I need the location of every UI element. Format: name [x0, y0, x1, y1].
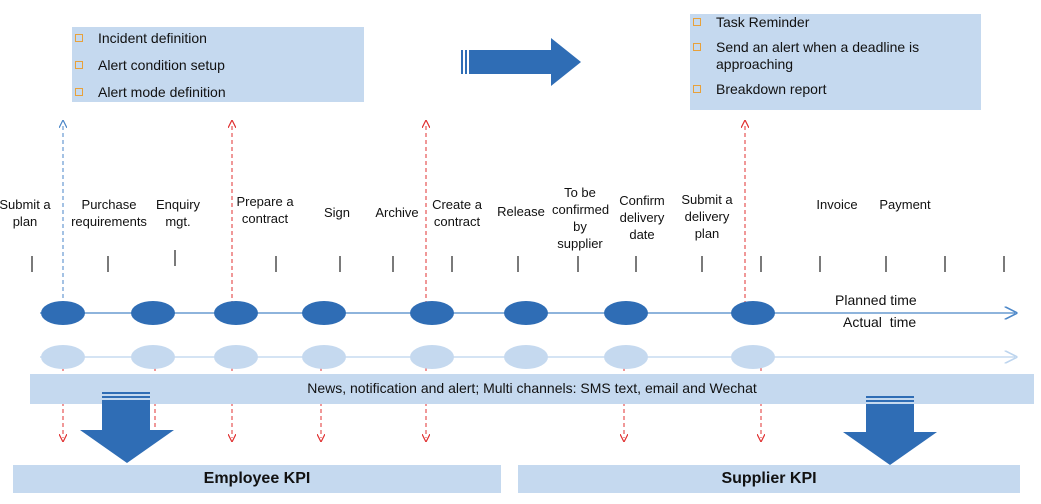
actual-node [504, 345, 548, 369]
actual-node [214, 345, 258, 369]
step-label: Invoice [816, 197, 858, 212]
planned-node [214, 301, 258, 325]
planned-node [302, 301, 346, 325]
square-bullet-icon [75, 34, 83, 42]
left-box-item: Incident definition [72, 30, 364, 47]
notification-text: News, notification and alert; Multi chan… [307, 380, 757, 396]
actual-nodes [41, 345, 775, 369]
supplier-down-arrow-icon [843, 396, 937, 465]
square-bullet-icon [75, 88, 83, 96]
left-box-item: Alert mode definition [72, 84, 364, 101]
step-label: Archive [375, 205, 419, 220]
square-bullet-icon [693, 85, 701, 93]
incident-definition-box: Incident definition Alert condition setu… [72, 27, 364, 102]
planned-node [131, 301, 175, 325]
actual-node [302, 345, 346, 369]
planned-node [410, 301, 454, 325]
supplier-kpi-bar: Supplier KPI [518, 465, 1020, 493]
step-label: Sign [323, 205, 351, 220]
actual-node [410, 345, 454, 369]
step-label: Enquiry mgt. [155, 197, 201, 229]
square-bullet-icon [75, 61, 83, 69]
actual-node [41, 345, 85, 369]
planned-node [731, 301, 775, 325]
employee-down-arrow-icon [80, 392, 174, 463]
step-label: Create a contract [432, 197, 482, 229]
task-reminder-box: Task Reminder Send an alert when a deadl… [690, 14, 981, 110]
right-box-item: Send an alert when a deadline is approac… [690, 39, 981, 73]
planned-node [41, 301, 85, 325]
right-box-item: Task Reminder [690, 14, 981, 31]
planned-node [504, 301, 548, 325]
step-label: Purchase requirements [71, 197, 147, 229]
left-box-item: Alert condition setup [72, 57, 364, 74]
actual-node [731, 345, 775, 369]
employee-kpi-bar: Employee KPI [13, 465, 501, 493]
notification-band: News, notification and alert; Multi chan… [30, 374, 1034, 404]
timeline-ticks [31, 250, 1005, 272]
actual-node [604, 345, 648, 369]
square-bullet-icon [693, 18, 701, 26]
step-label: Submit a plan [0, 197, 51, 229]
right-box-item: Breakdown report [690, 81, 981, 98]
step-label: Prepare a contract [236, 194, 294, 226]
step-label: To be confirmed by supplier [552, 185, 610, 251]
step-label: Confirm delivery date [619, 193, 665, 242]
actual-node [131, 345, 175, 369]
planned-time-label: Planned time [835, 292, 917, 308]
actual-time-label: Actual time [843, 314, 917, 330]
big-right-arrow-icon [461, 38, 581, 86]
square-bullet-icon [693, 43, 701, 51]
step-label: Submit a delivery plan [681, 192, 733, 241]
step-label: Release [497, 204, 545, 219]
planned-nodes [41, 301, 775, 325]
step-label: Payment [879, 197, 931, 212]
planned-node [604, 301, 648, 325]
